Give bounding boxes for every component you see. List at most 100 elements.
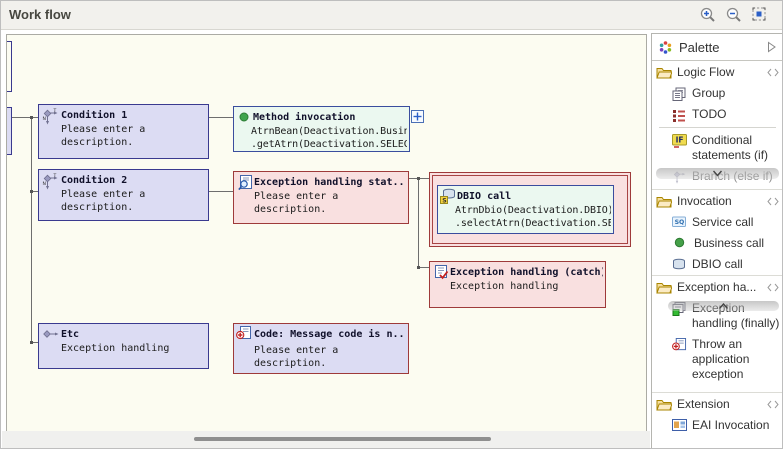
zoom-out-icon[interactable]	[725, 6, 742, 23]
horizontal-scrollbar[interactable]	[2, 431, 650, 448]
palette-item-todo[interactable]: TODO	[652, 104, 782, 125]
palette-item-label: TODO	[692, 107, 727, 121]
connector-line	[409, 178, 435, 179]
palette-item-label: DBIO call	[692, 257, 743, 271]
dbio-call-icon	[672, 258, 687, 272]
pin-drawer-icon[interactable]	[767, 283, 779, 292]
dbio-call-icon: S	[440, 188, 458, 206]
titlebar: Work flow	[1, 1, 782, 30]
folder-icon	[656, 398, 672, 411]
node-description: description.	[61, 137, 134, 148]
node-description: description.	[254, 358, 327, 369]
node-method-invocation[interactable]: Method invocation AtrnBean(Deactivation.…	[233, 106, 410, 152]
drawer-invocation[interactable]: Invocation	[652, 189, 782, 212]
node-description: Exception handling	[61, 343, 170, 354]
palette-icon	[658, 40, 673, 55]
connector-junction	[30, 341, 33, 344]
if-icon: IF	[672, 134, 687, 148]
folder-icon	[656, 281, 672, 294]
svg-text:N: N	[43, 116, 46, 122]
node-code-message[interactable]: Code: Message code is n... Please enter …	[233, 323, 409, 374]
node-clipped-top[interactable]	[7, 41, 12, 92]
node-code-line: AtrnBean(Deactivation.Busin	[251, 126, 407, 137]
exception-statement-icon	[237, 175, 255, 193]
todo-icon	[672, 108, 687, 122]
palette-item-label: Service call	[692, 215, 754, 229]
palette-item-branch-else-if[interactable]: Branch (else if)	[652, 166, 782, 189]
palette-item-eai-invocation[interactable]: EAI Invocation	[652, 415, 782, 436]
svg-text:T: T	[53, 173, 57, 179]
pin-drawer-icon[interactable]	[767, 400, 779, 409]
svg-text:IF: IF	[676, 136, 684, 145]
connector-line	[12, 117, 38, 118]
svg-text:N: N	[43, 181, 46, 187]
svg-text:SQ: SQ	[675, 219, 685, 226]
zoom-in-icon[interactable]	[699, 6, 716, 23]
node-dbio-call[interactable]: S DBIO call AtrnDbio(Deactivation.DBIO) …	[437, 185, 614, 234]
node-code-line: .selectAtrn(Deactivation.SE	[455, 218, 611, 229]
palette-item-group[interactable]: Group	[652, 83, 782, 104]
toolbar	[699, 6, 768, 23]
palette-scroll-up-indicator[interactable]	[668, 301, 779, 311]
palette-collapse-arrow-icon[interactable]	[767, 41, 777, 53]
connector-line	[31, 342, 39, 343]
node-title: Condition 1	[61, 110, 128, 121]
node-code-line: AtrnDbio(Deactivation.DBIO)	[455, 205, 611, 216]
svg-text:T: T	[53, 108, 57, 114]
palette-item-conditional-if[interactable]: IF Conditional statements (if)	[652, 130, 782, 166]
node-description: description.	[61, 202, 134, 213]
eai-invocation-icon	[672, 419, 687, 431]
node-etc[interactable]: Etc Exception handling	[38, 323, 209, 369]
connector-line	[31, 117, 32, 342]
node-title: Exception handling (catch)	[450, 267, 603, 278]
pin-drawer-icon[interactable]	[767, 197, 779, 206]
palette-item-business-call[interactable]: Business call	[652, 233, 782, 254]
palette-item-label: EAI Invocation	[692, 418, 770, 432]
drawer-extension[interactable]: Extension	[652, 392, 782, 415]
palette-header[interactable]: Palette	[652, 34, 782, 61]
node-description: Please enter a	[254, 191, 339, 202]
node-description: Please enter a	[254, 345, 339, 356]
drawer-label: Exception ha...	[677, 280, 757, 294]
palette-panel: Palette Logic Flow Group TODO	[651, 33, 782, 448]
fit-page-icon[interactable]	[751, 6, 768, 23]
palette-scroll-down-indicator[interactable]	[656, 168, 779, 179]
branch-etc-icon	[42, 329, 60, 347]
connector-line	[418, 267, 429, 268]
expand-button[interactable]	[411, 110, 424, 123]
palette-item-label: Throw an application exception	[692, 337, 750, 381]
node-exception-catch[interactable]: Exception handling (catch) Exception han…	[429, 261, 606, 308]
palette-item-label: Conditional statements (if)	[692, 133, 769, 162]
node-clipped-if[interactable]	[7, 107, 12, 155]
exception-container[interactable]: S DBIO call AtrnDbio(Deactivation.DBIO) …	[429, 172, 631, 247]
node-title: Condition 2	[61, 175, 128, 186]
drawer-logic-flow[interactable]: Logic Flow	[652, 61, 782, 83]
palette-item-service-call[interactable]: SQ Service call	[652, 212, 782, 233]
svg-text:S: S	[442, 198, 446, 204]
palette-title: Palette	[679, 39, 720, 55]
connector-junction	[30, 190, 33, 193]
connector-junction	[30, 116, 33, 119]
palette-item-throw-exception[interactable]: Throw an application exception	[652, 334, 782, 385]
connector-junction	[417, 177, 420, 180]
throw-exception-icon	[672, 338, 687, 352]
folder-icon	[656, 66, 672, 79]
node-exception-statement[interactable]: Exception handling stat... Please enter …	[233, 171, 409, 224]
node-title: Code: Message code is n...	[254, 329, 406, 340]
business-call-icon	[239, 112, 257, 130]
node-description: Exception handling	[450, 281, 559, 292]
connector-line	[209, 117, 233, 118]
palette-item-dbio-call[interactable]: DBIO call	[652, 254, 782, 275]
node-title: DBIO call	[457, 191, 512, 202]
palette-item-exception-finally[interactable]: Exception handling (finally)	[652, 298, 782, 334]
pin-drawer-icon[interactable]	[767, 68, 779, 77]
drawer-exception-handling[interactable]: Exception ha...	[652, 275, 782, 298]
scrollbar-thumb[interactable]	[194, 437, 491, 441]
connector-line	[209, 191, 233, 192]
